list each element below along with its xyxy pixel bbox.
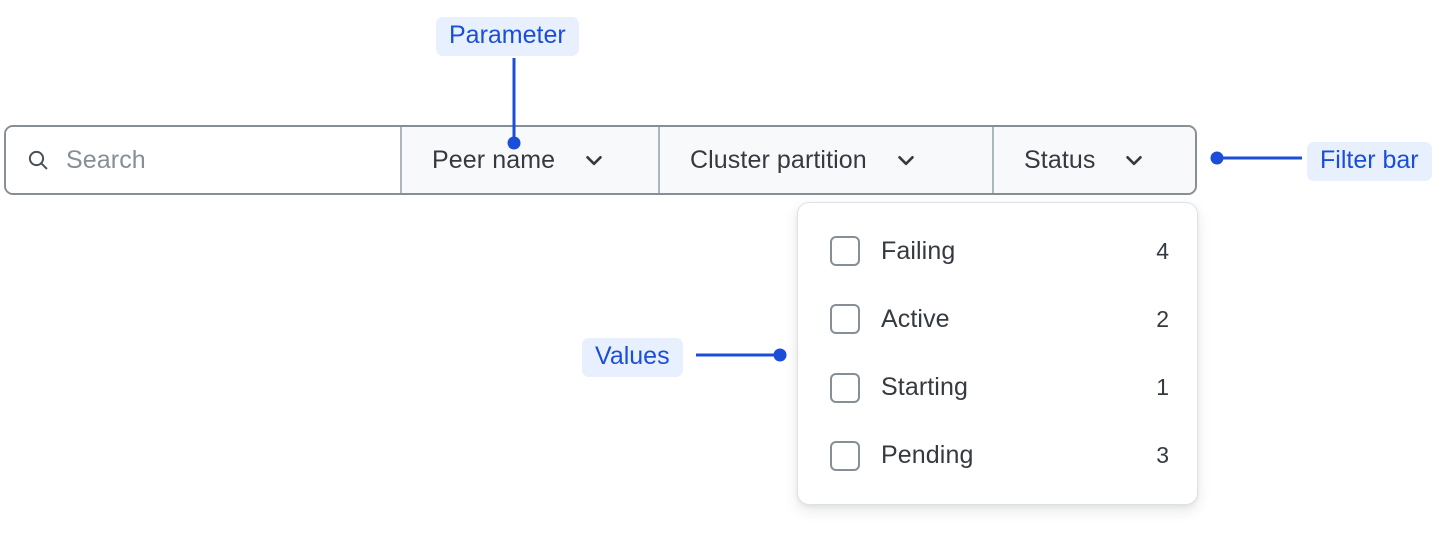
chevron-down-icon [581, 147, 607, 173]
status-dropdown-panel: Failing 4 Active 2 Starting 1 Pending 3 [797, 202, 1198, 505]
search-placeholder: Search [66, 145, 146, 174]
list-item-count: 2 [1156, 305, 1169, 332]
list-item[interactable]: Starting 1 [798, 357, 1197, 419]
list-item-label: Failing [881, 236, 956, 265]
filter-bar: Search Peer name Cluster partition Statu… [4, 125, 1197, 195]
filter-dropdown-peer-name-label: Peer name [432, 145, 556, 174]
list-item-count: 1 [1156, 374, 1169, 401]
filter-dropdown-cluster-partition-label: Cluster partition [690, 145, 867, 174]
annotation-label-filter-bar: Filter bar [1307, 142, 1432, 181]
list-item-label: Active [881, 304, 950, 333]
list-item[interactable]: Active 2 [798, 288, 1197, 350]
annotation-label-parameter: Parameter [436, 17, 579, 56]
list-item-label: Starting [881, 373, 968, 402]
filter-dropdown-status[interactable]: Status [994, 127, 1195, 193]
annotation-dot-values [773, 348, 787, 362]
list-item-count: 4 [1156, 237, 1169, 264]
list-item-label: Pending [881, 441, 974, 470]
list-item[interactable]: Pending 3 [798, 425, 1197, 487]
search-icon [26, 148, 50, 172]
search-input[interactable]: Search [6, 127, 402, 193]
filter-dropdown-peer-name[interactable]: Peer name [402, 127, 660, 193]
filter-dropdown-cluster-partition[interactable]: Cluster partition [660, 127, 994, 193]
annotation-dot-filter-bar [1210, 151, 1224, 165]
chevron-down-icon [1121, 147, 1147, 173]
annotation-label-values: Values [582, 338, 683, 377]
filter-dropdown-status-label: Status [1024, 145, 1096, 174]
checkbox-active[interactable] [830, 304, 860, 335]
list-item[interactable]: Failing 4 [798, 220, 1197, 282]
list-item-count: 3 [1156, 442, 1169, 469]
checkbox-starting[interactable] [830, 372, 860, 403]
chevron-down-icon [893, 147, 919, 173]
checkbox-failing[interactable] [830, 236, 860, 267]
checkbox-pending[interactable] [830, 440, 860, 471]
